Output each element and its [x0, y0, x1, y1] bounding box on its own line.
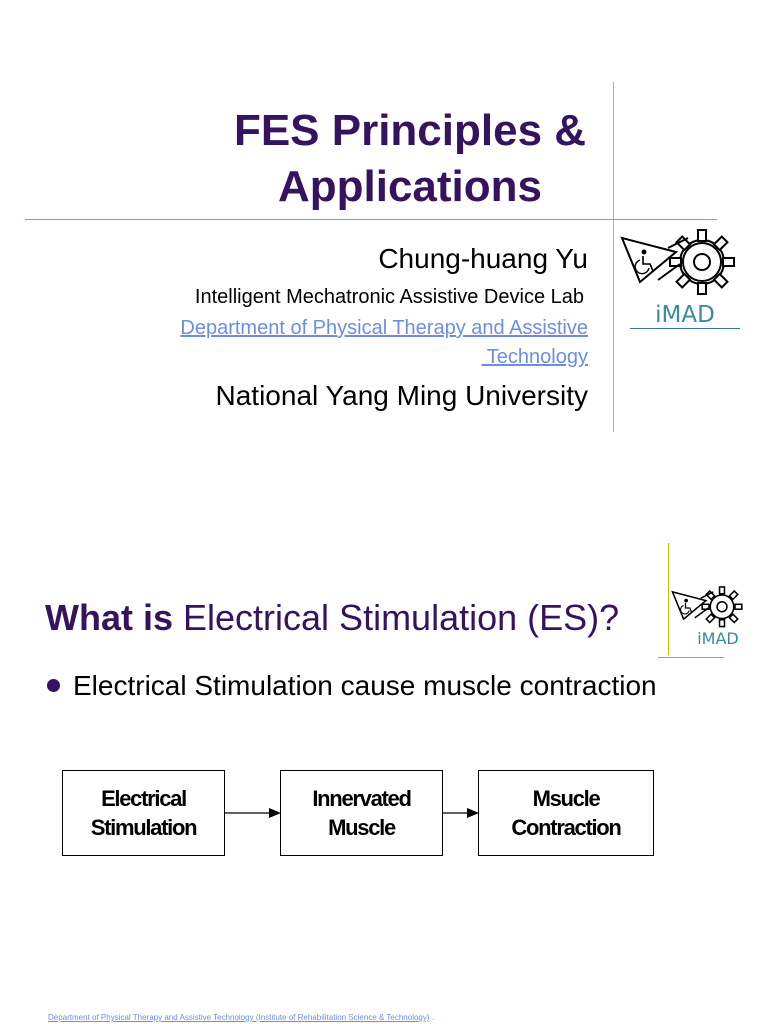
bullet-text: Electrical Stimulation cause muscle cont… — [73, 670, 657, 701]
flow-box-line: Muscle — [328, 815, 396, 840]
footer-suffix: . — [431, 1013, 435, 1022]
bullet-icon — [47, 679, 60, 692]
flow-box-line: Msucle — [532, 786, 601, 811]
slide-title: FES Principles & Applications — [140, 103, 680, 215]
flow-box-line: Contraction — [511, 815, 621, 840]
university-name: National Yang Ming University — [215, 380, 588, 411]
lab-name: Intelligent Mechatronic Assistive Device… — [194, 286, 584, 308]
vertical-divider-2 — [668, 543, 669, 655]
flow-box-line: Innervated — [312, 786, 412, 811]
title-regular-part: Electrical Stimulation (ES)? — [173, 597, 620, 638]
imad-logo-small-text: iMAD — [697, 629, 739, 648]
department-link-line-1[interactable]: Department of Physical Therapy and Assis… — [180, 317, 588, 339]
flow-box-muscle-contraction: Msucle Contraction — [478, 770, 654, 856]
slide-2-title: What is Electrical Stimulation (ES)? — [45, 597, 619, 639]
department-link[interactable]: Department of Physical Therapy and Assis… — [68, 314, 588, 372]
footer-department-link[interactable]: Department of Physical Therapy and Assis… — [48, 1013, 430, 1022]
flow-box-electrical-stimulation: Electrical Stimulation — [62, 770, 225, 856]
arrow-right-icon — [225, 808, 281, 818]
arrow-right-icon — [443, 808, 479, 818]
imad-logo-icon — [620, 229, 735, 295]
horizontal-divider — [25, 219, 717, 220]
title-line-2: Applications — [277, 162, 543, 211]
flow-box-line: Stimulation — [90, 815, 198, 840]
footer: Department of Physical Therapy and Assis… — [48, 1013, 434, 1022]
title-bold-part: What is — [45, 597, 174, 638]
flow-box-innervated-muscle: Innervated Muscle — [280, 770, 443, 856]
imad-logo-text: iMAD — [630, 302, 740, 329]
imad-logo-small-icon — [671, 586, 743, 628]
vertical-divider — [613, 82, 614, 432]
author-name: Chung-huang Yu — [378, 243, 588, 274]
department-link-line-2[interactable]: Technology — [481, 346, 588, 368]
flow-box-line: Electrical — [101, 786, 187, 811]
horizontal-divider-2 — [658, 657, 724, 658]
title-line-1: FES Principles & — [233, 106, 587, 155]
